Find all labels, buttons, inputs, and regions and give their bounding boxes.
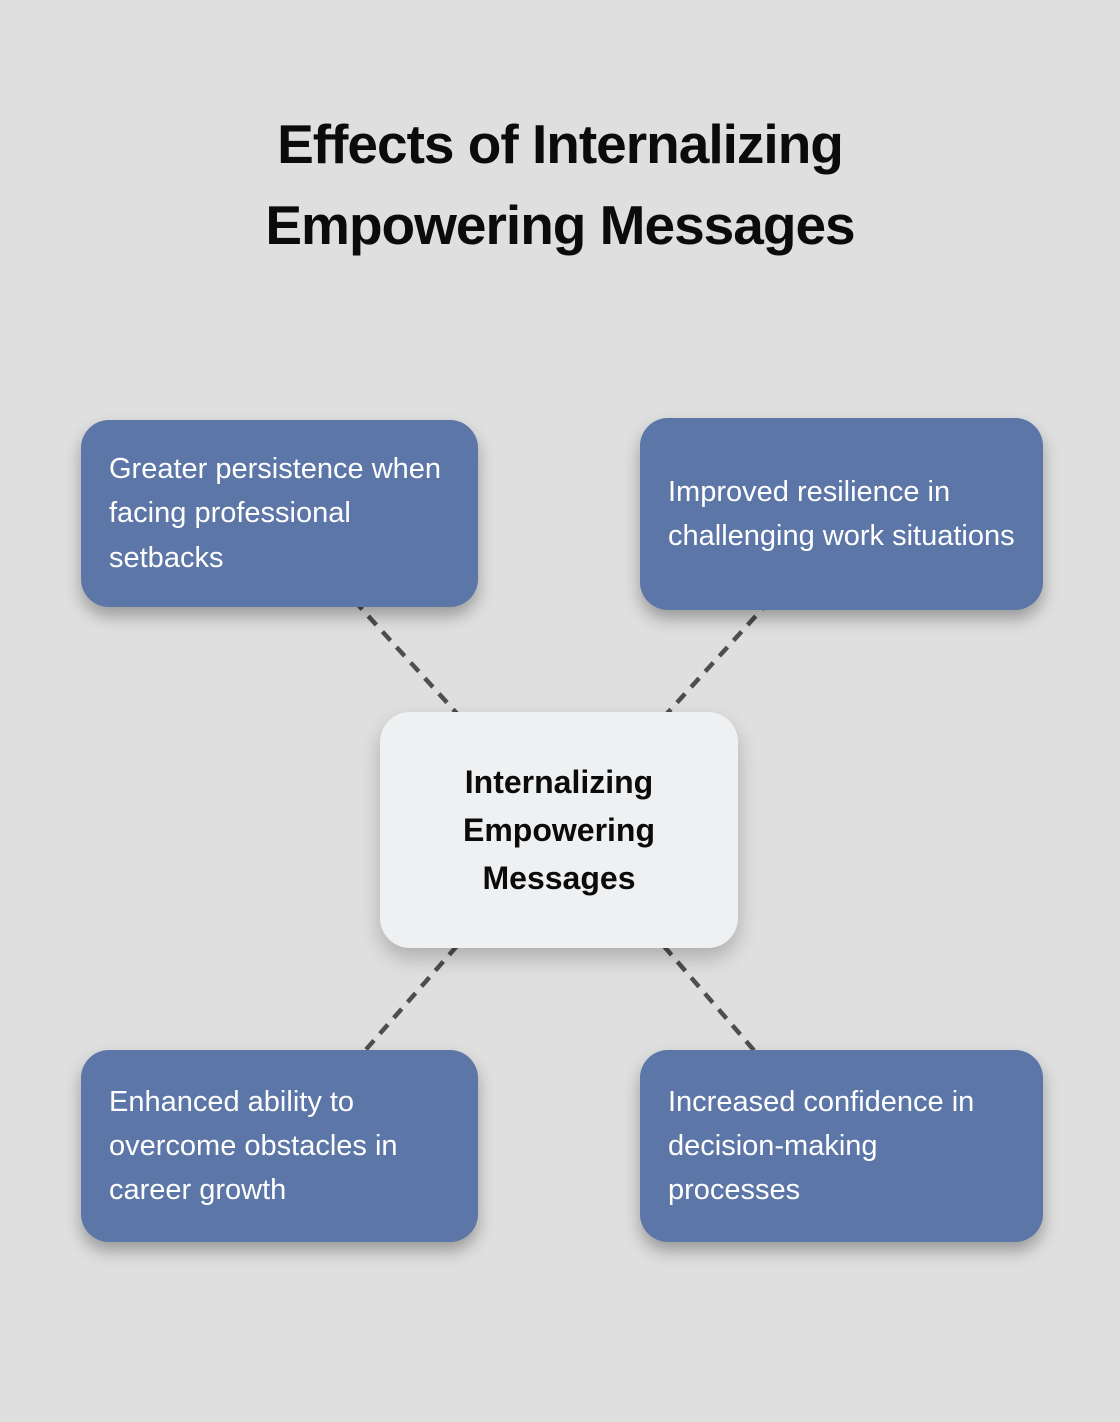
connector-top-left-to-center: [338, 583, 474, 732]
node-top-right-label: Improved resilience in challenging work …: [668, 475, 1015, 552]
node-center: Internalizing Empowering Messages: [380, 712, 738, 948]
connector-center-to-bottom-right: [648, 928, 773, 1072]
node-top-left: Greater persistence when facing professi…: [81, 420, 478, 607]
page-title: Effects of Internalizing Empowering Mess…: [265, 113, 855, 256]
node-bottom-right-label: Increased confidence in decision-making …: [668, 1085, 975, 1207]
node-top-right: Improved resilience in challenging work …: [640, 418, 1043, 610]
node-bottom-left: Enhanced ability to overcome obstacles i…: [81, 1050, 478, 1242]
node-center-label: Internalizing Empowering Messages: [462, 764, 655, 896]
node-top-left-label: Greater persistence when facing professi…: [109, 453, 442, 574]
connector-center-to-bottom-left: [346, 928, 473, 1072]
node-bottom-right: Increased confidence in decision-making …: [640, 1050, 1043, 1242]
node-bottom-left-label: Enhanced ability to overcome obstacles i…: [109, 1085, 398, 1207]
